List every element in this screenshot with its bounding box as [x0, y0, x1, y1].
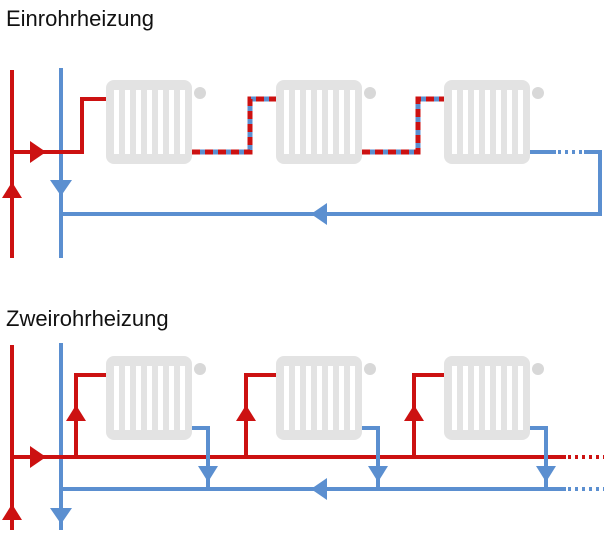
- triangle-arrow-icon: [30, 141, 46, 163]
- triangle-arrow-icon: [368, 466, 388, 482]
- return-main-pipe: [61, 150, 602, 216]
- supply-branch-pipe: [74, 373, 106, 457]
- triangle-arrow-icon: [2, 182, 22, 198]
- radiator-icon: [444, 80, 544, 164]
- triangle-arrow-icon: [236, 405, 256, 421]
- triangle-arrow-icon: [198, 466, 218, 482]
- supply-branch-pipe: [244, 373, 276, 457]
- two-pipe-system: [2, 343, 604, 530]
- triangle-arrow-icon: [66, 405, 86, 421]
- supply-pipe: [12, 97, 106, 154]
- series-connection-pipe: [192, 96, 444, 155]
- triangle-arrow-icon: [50, 508, 72, 524]
- triangle-arrow-icon: [2, 504, 22, 520]
- radiator-icon: [106, 356, 206, 440]
- radiator-icon: [444, 356, 544, 440]
- supply-branch-pipe: [412, 373, 444, 457]
- triangle-arrow-icon: [311, 203, 327, 225]
- single-pipe-system: [2, 68, 602, 258]
- radiator-icon: [106, 80, 206, 164]
- radiator-icon: [276, 80, 376, 164]
- radiator-icon: [276, 356, 376, 440]
- triangle-arrow-icon: [311, 478, 327, 500]
- title-two-pipe-heating: Zweirohrheizung: [6, 306, 169, 331]
- triangle-arrow-icon: [404, 405, 424, 421]
- triangle-arrow-icon: [536, 466, 556, 482]
- triangle-arrow-icon: [50, 180, 72, 196]
- triangle-arrow-icon: [30, 446, 46, 468]
- title-single-pipe-heating: Einrohrheizung: [6, 6, 154, 31]
